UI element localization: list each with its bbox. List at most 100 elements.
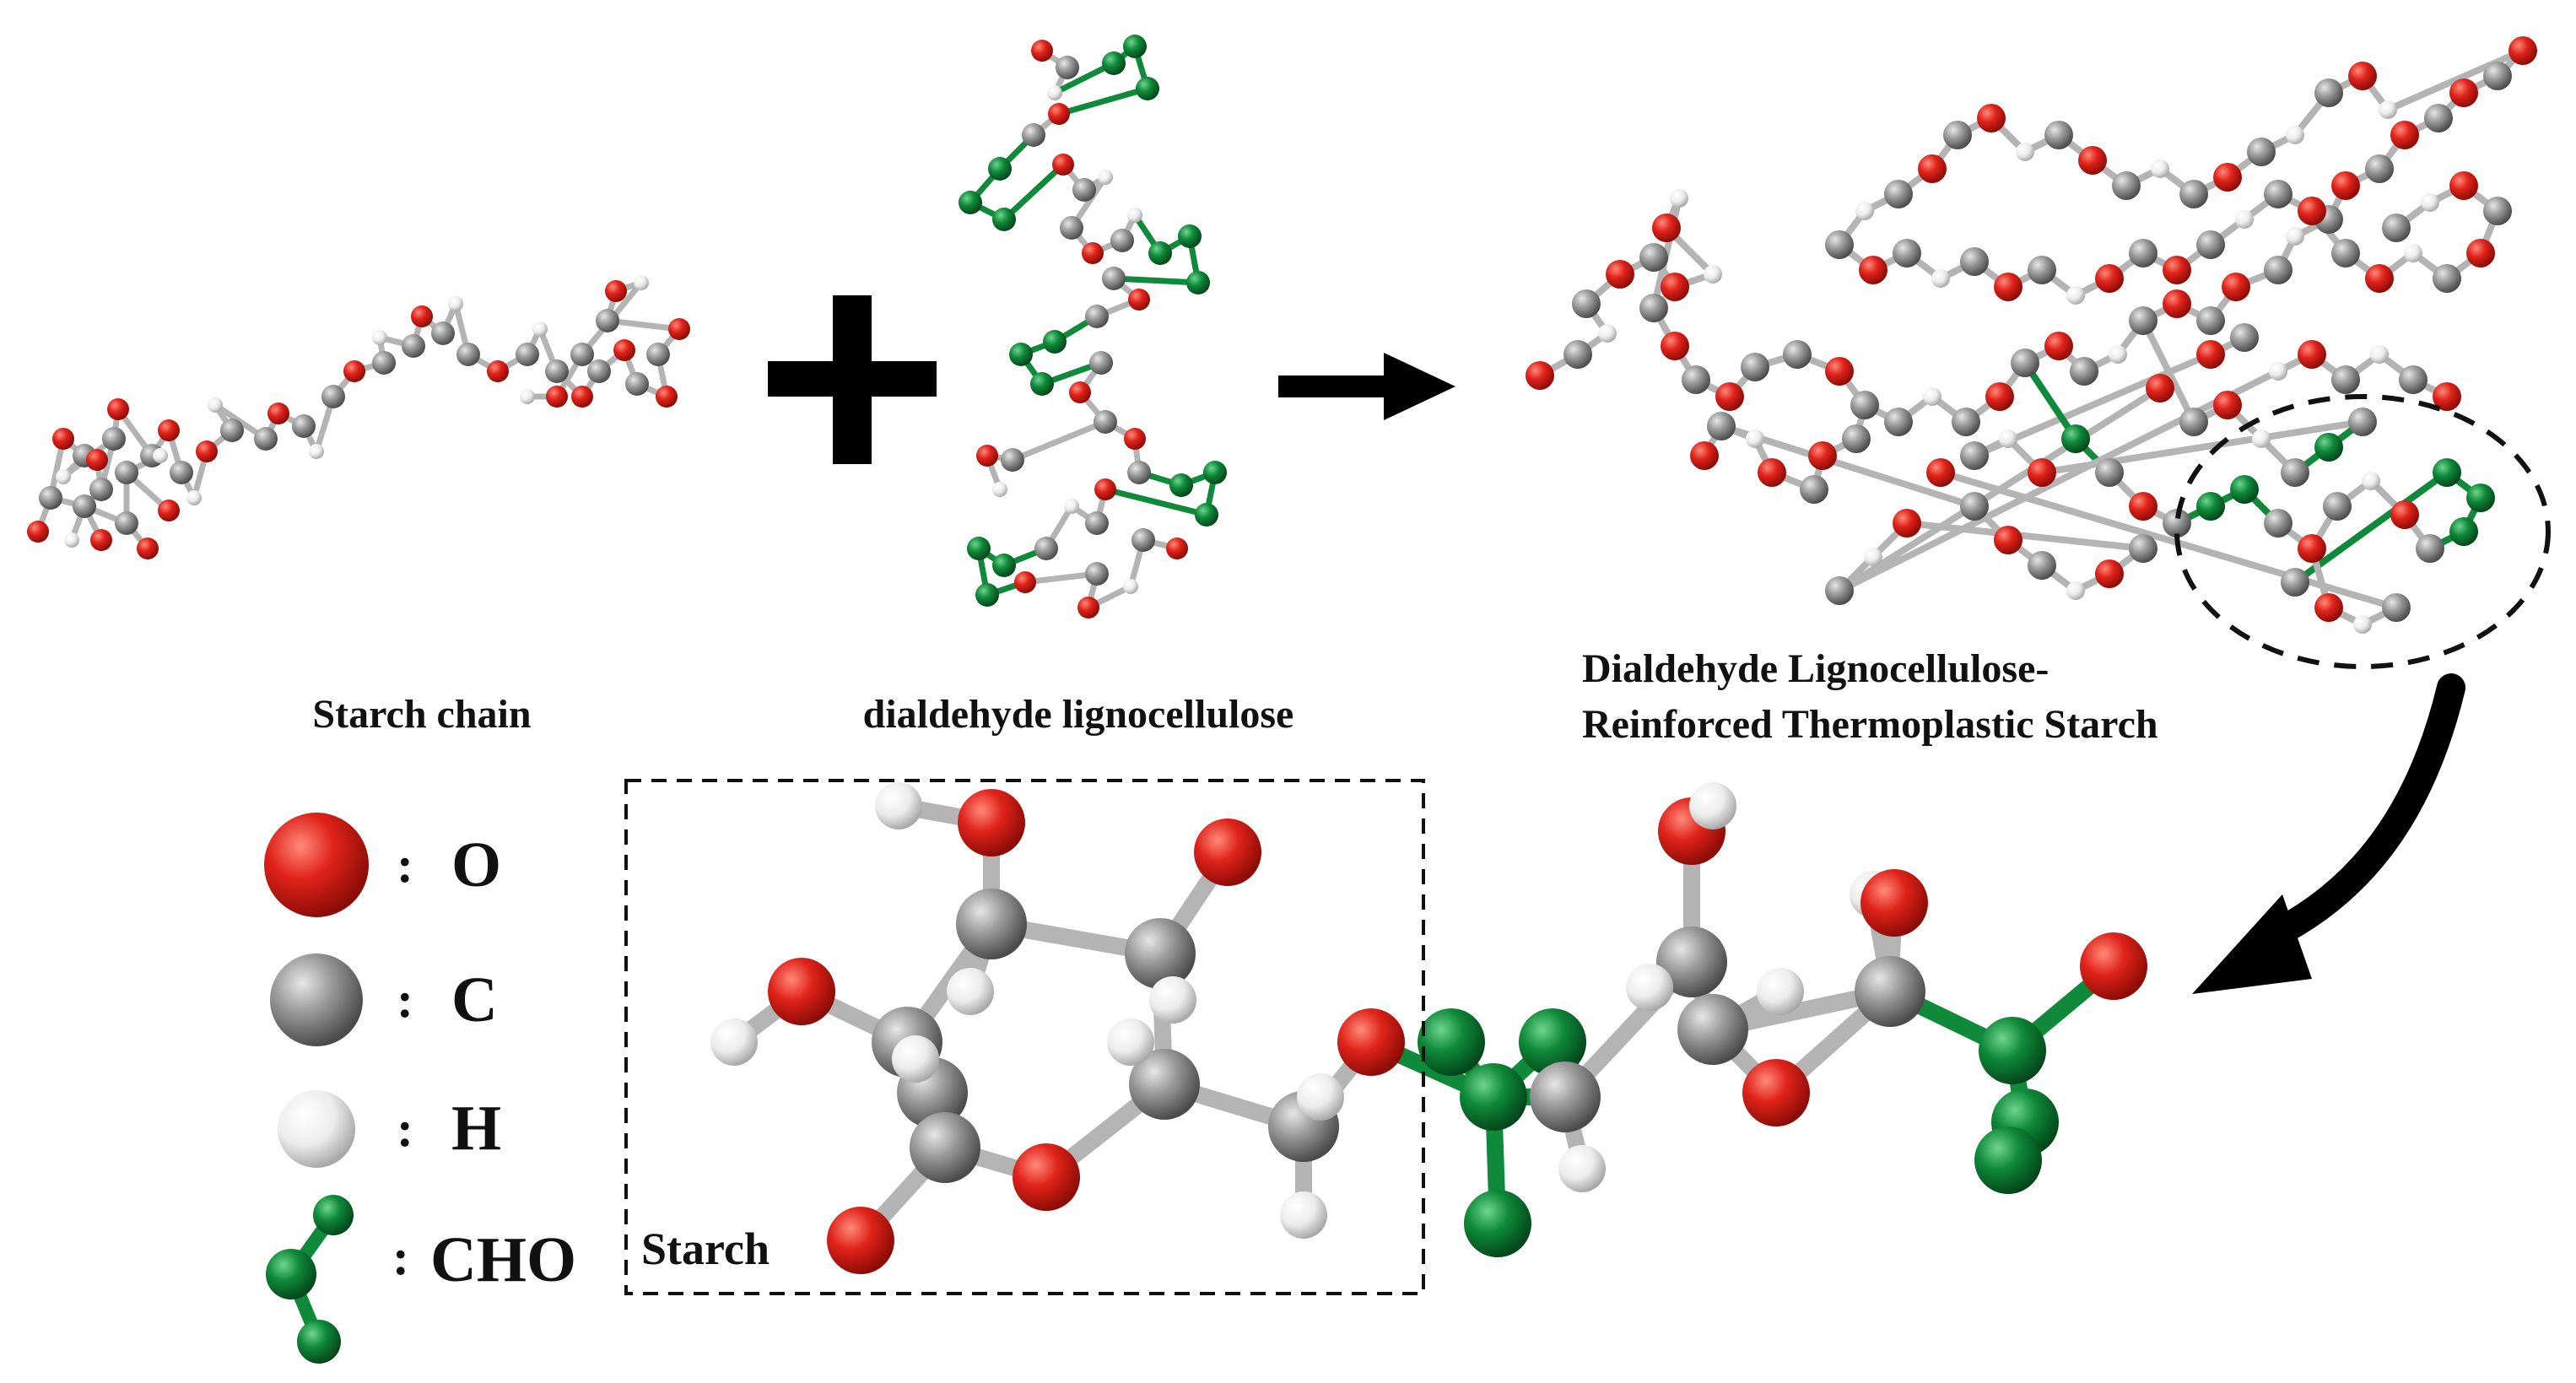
oxygen-atom: [2095, 264, 2124, 293]
oxygen-atom: [2213, 163, 2242, 192]
carbon-atom: [1530, 1062, 1601, 1132]
carbon-atom: [2129, 239, 2157, 267]
hydrogen-atom: [2016, 143, 2034, 161]
carbon-atom: [1563, 340, 1592, 369]
legend-carbon: : C: [270, 954, 498, 1046]
oxygen-atom: [605, 280, 627, 302]
hydrogen-atom: [2379, 100, 2397, 119]
hydrogen-atom: [2066, 286, 2085, 305]
hydrogen-atom: [186, 490, 202, 505]
carbon-atom: [1842, 424, 1871, 453]
hydrogen-atom: [1297, 1073, 1344, 1121]
aldehyde-atom: [1009, 343, 1033, 366]
oxygen-atom: [2449, 171, 2478, 200]
aldehyde-atom: [1178, 224, 1202, 248]
bond: [1904, 520, 2147, 552]
starch-chain-label: Starch chain: [312, 692, 531, 737]
oxygen-atom: [1606, 260, 1634, 289]
carbon-atom: [596, 309, 619, 332]
carbon-atom: [2230, 323, 2259, 352]
oxygen-atom: [2298, 197, 2326, 225]
oxygen-atom: [2365, 264, 2394, 293]
hydrogen-atom: [1047, 85, 1062, 100]
oxygen-atom: [1758, 458, 1786, 487]
aldehyde-atom: [2061, 424, 2090, 453]
carbon-atom: [2433, 264, 2461, 293]
oxygen-atom: [86, 449, 108, 471]
hydrogen-atom: [1149, 976, 1196, 1024]
carbon-atom: [2382, 593, 2411, 622]
oxygen-atom: [1082, 242, 1104, 264]
hydrogen-atom: [1064, 499, 1079, 514]
carbon-atom: [516, 343, 539, 366]
bond: [604, 317, 683, 332]
carbon-atom: [2281, 458, 2309, 487]
carbon-atom: [2264, 509, 2292, 538]
oxygen-atom: [1166, 538, 1188, 559]
oxygen-atom: [158, 419, 180, 441]
carbon-atom: [1094, 410, 1117, 434]
legend: : O : C : H : CHO: [264, 813, 576, 1364]
carbon-atom: [321, 385, 345, 408]
hydrogen-atom: [634, 275, 649, 290]
carbon-atom: [102, 427, 126, 451]
aldehyde-atom: [1974, 1126, 2042, 1194]
product-label-line2: Reinforced Thermoplastic Starch: [1582, 702, 2158, 747]
carbon-atom: [1943, 121, 1972, 149]
oxygen-atom: [1128, 289, 1150, 311]
aldehyde-atom: [1519, 1008, 1586, 1076]
carbon-atom: [1572, 289, 1601, 318]
carbon-atom: [1656, 927, 1727, 997]
hydrogen-atom: [2353, 615, 2372, 634]
carbon-atom: [1056, 56, 1079, 79]
oxygen-atom: [2298, 340, 2326, 369]
carbon-atom: [2247, 138, 2276, 166]
carbon-atom: [2323, 492, 2352, 521]
hydrogen-atom: [2421, 193, 2439, 212]
oxygen-atom: [411, 305, 433, 327]
oxygen-atom: [1661, 332, 1689, 360]
hydrogen-atom: [875, 782, 922, 829]
carbon-atom: [625, 372, 649, 396]
oxygen-atom: [656, 386, 678, 408]
carbon-atom: [1102, 267, 1126, 290]
hydrogen-atom: [2362, 472, 2380, 490]
carbon-atom: [2011, 348, 2039, 377]
oxygen-atom: [2196, 340, 2225, 369]
hydrogen-atom: [1127, 208, 1142, 223]
carbon-atom: [2382, 213, 2411, 242]
zoomed-crosslink-molecule: [710, 782, 2147, 1274]
aldehyde-atom: [1043, 330, 1067, 354]
aldehyde-atom: [1136, 77, 1159, 100]
carbon-atom: [1825, 230, 1854, 259]
oxygen-atom: [1985, 382, 2014, 411]
hydrogen-atom: [2404, 244, 2422, 262]
carbon-atom: [431, 321, 455, 345]
bond: [2384, 47, 2526, 113]
starch-dashed-box: [624, 779, 1425, 1295]
hydrogen-atom: [710, 1018, 758, 1066]
carbon-atom: [1682, 365, 1710, 394]
legend-oxygen: : O: [264, 813, 501, 917]
oxygen-atom: [2298, 534, 2326, 563]
starch-box-label: Starch: [641, 1224, 770, 1274]
oxygen-atom: [2213, 391, 2242, 419]
legend-hydrogen: : H: [278, 1090, 501, 1168]
hydrogen-atom: [64, 532, 79, 548]
hydrogen-atom: [892, 1035, 939, 1083]
carbon-atom: [1639, 243, 1668, 272]
oxygen-atom: [1994, 273, 2022, 301]
legend-symbol-h: H: [451, 1093, 501, 1164]
carbon-atom: [1085, 305, 1109, 328]
carbon-atom: [1110, 229, 1134, 252]
thermoplastic-starch-product-molecule: [1526, 36, 2537, 634]
oxygen-atom: [1013, 1143, 1080, 1211]
carbon-atom: [2483, 62, 2512, 90]
oxygen-atom: [1742, 1059, 1810, 1126]
carbon-atom: [2424, 104, 2453, 132]
hydrogen-atom: [520, 389, 535, 404]
carbon-atom: [2281, 568, 2309, 597]
carbon-atom: [1677, 994, 1748, 1065]
oxygen-atom: [1526, 361, 1554, 390]
carbon-atom: [2129, 534, 2157, 563]
